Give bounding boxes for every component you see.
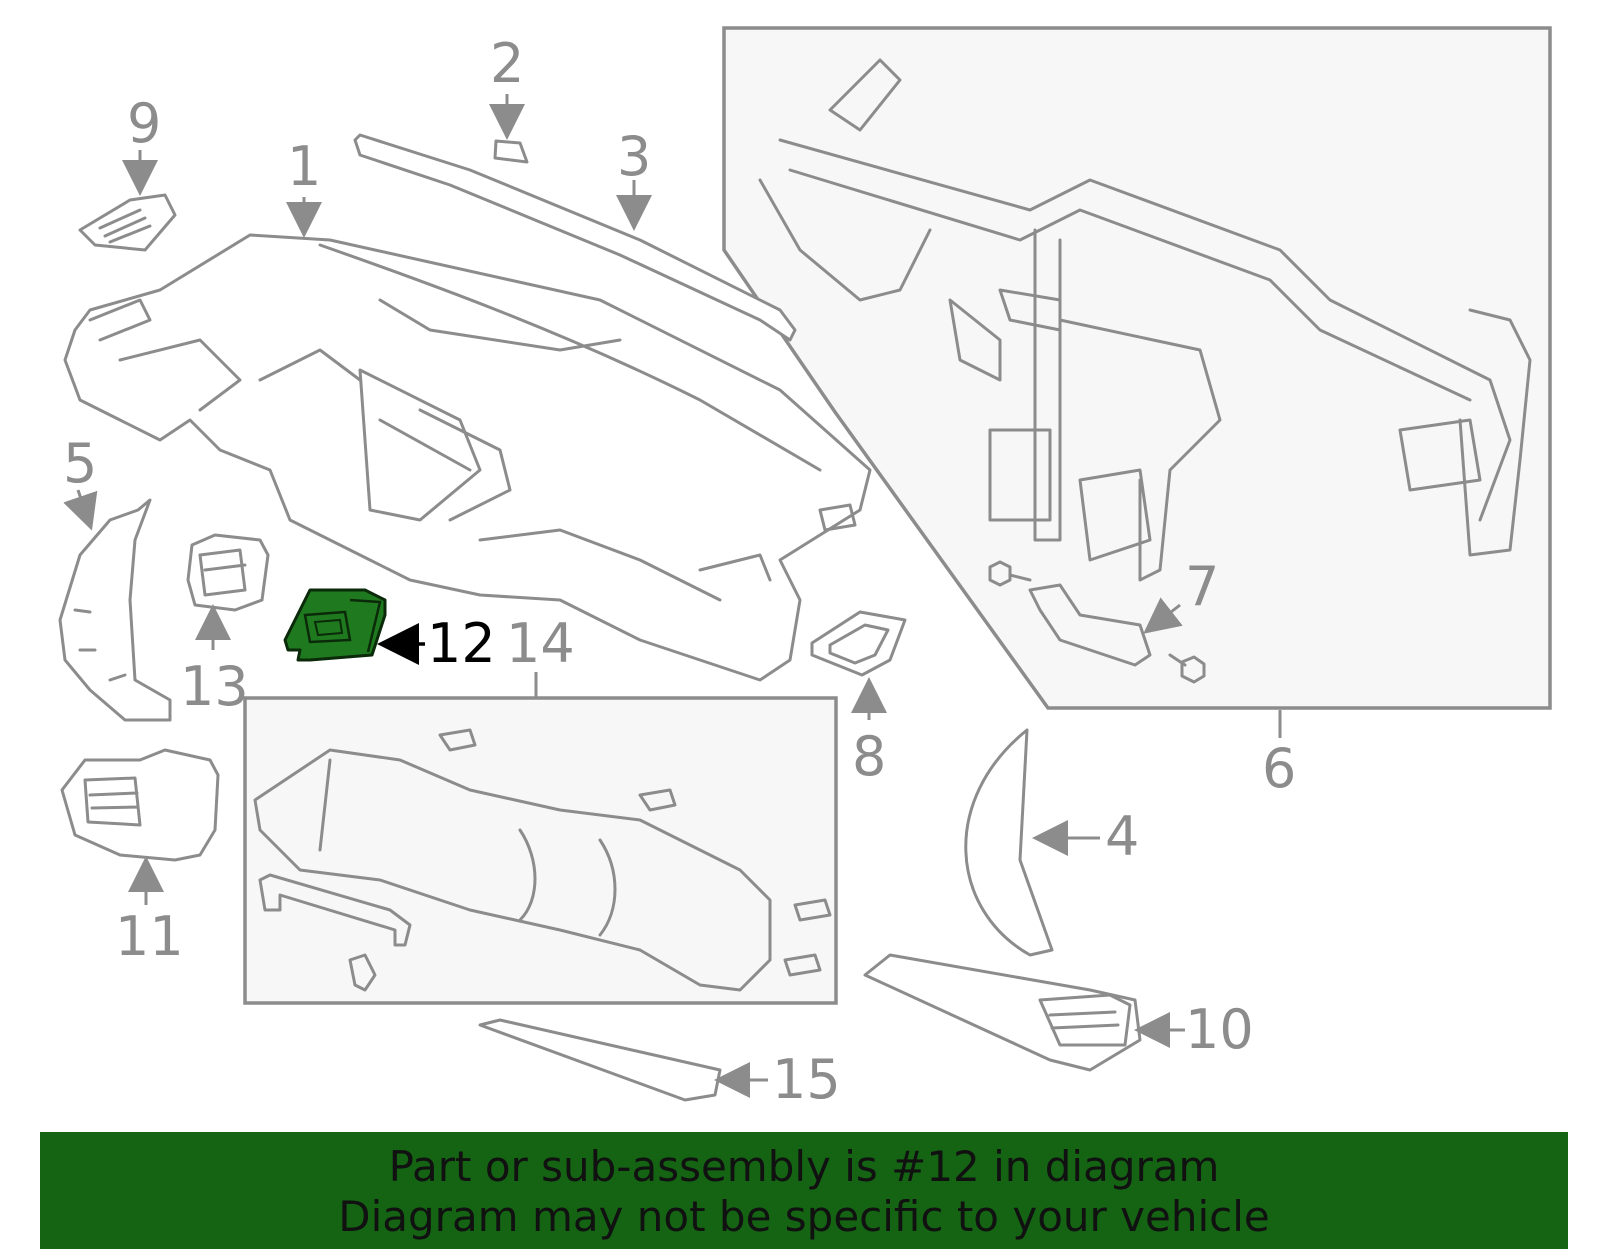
part-13-vent [186,533,270,612]
callout-12: 12 [427,612,496,675]
callout-10: 10 [1185,998,1254,1061]
footer-line-2: Diagram may not be specific to your vehi… [338,1192,1270,1241]
footer-line-1: Part or sub-assembly is #12 in diagram [388,1142,1220,1191]
callout-15: 15 [772,1048,841,1111]
callout-6: 6 [1262,737,1296,800]
callout-14: 14 [506,612,575,675]
part-12-highlighted [283,588,387,662]
callout-9: 9 [127,92,161,155]
callout-7: 7 [1185,555,1219,618]
part-6-frame-box [722,26,1552,710]
callout-labels: 1 2 3 4 5 6 7 8 9 10 11 12 13 14 15 [63,32,1296,1111]
callout-5: 5 [63,432,97,495]
part-2-clip [493,139,529,164]
callout-11: 11 [115,905,184,968]
callout-13: 13 [180,655,249,718]
part-10-garnish [863,953,1142,1072]
part-8-panel [810,610,907,677]
part-1-instrument-panel [63,233,872,682]
footer-banner: Part or sub-assembly is #12 in diagram D… [40,1132,1568,1249]
part-9-vent [78,193,177,252]
part-4-side-cover [964,728,1054,957]
callout-3: 3 [617,125,651,188]
part-3-defroster-panel [353,133,797,342]
callout-4: 4 [1105,805,1139,868]
callout-8: 8 [852,725,886,788]
part-11-vent [60,748,220,862]
callout-1: 1 [287,135,321,198]
callout-2: 2 [490,32,524,95]
leader-lines [63,94,1282,1098]
part-14-cluster-box [243,696,838,1005]
part-15-lower-trim [478,1018,722,1102]
part-5-side-trim [58,498,172,722]
